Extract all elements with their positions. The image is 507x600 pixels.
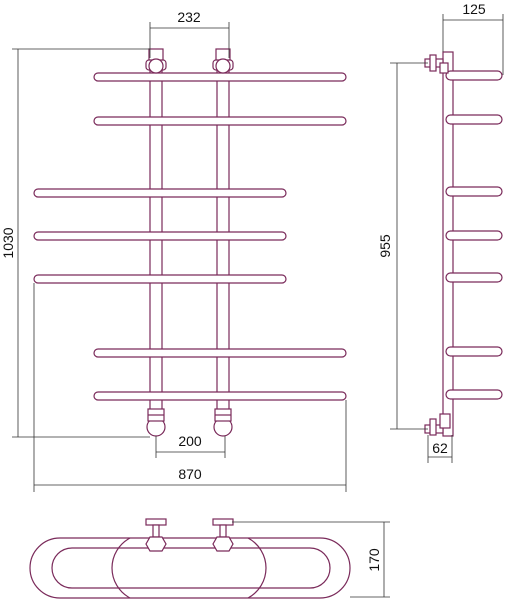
dimension-top-view-depth: 170	[232, 521, 390, 598]
dimension-wall-offset: 62	[427, 435, 453, 463]
top-left-fitting	[145, 48, 167, 74]
dimension-connection-height: 955	[377, 62, 428, 430]
top-right-fitting	[212, 48, 234, 74]
dimension-side-depth: 125	[442, 1, 504, 75]
top-outer-loop	[29, 537, 351, 599]
riser-spacing-label: 232	[177, 9, 201, 25]
dimension-total-width: 870	[33, 283, 347, 492]
top-view-right-fitting	[212, 518, 234, 552]
bar-6	[93, 348, 347, 358]
top-loop-link-right	[247, 537, 267, 599]
top-view: 170	[29, 518, 390, 599]
bottom-left-fitting	[146, 408, 166, 437]
front-view: 232 1030 200 870	[0, 9, 347, 492]
bottom-spacing-label: 200	[178, 433, 202, 449]
connection-height-label: 955	[377, 234, 393, 258]
side-bars	[445, 70, 503, 400]
dimension-bottom-spacing: 200	[155, 433, 226, 458]
bar-1	[93, 72, 347, 82]
side-riser	[442, 51, 454, 437]
bar-5	[33, 274, 287, 284]
top-inner-loop	[51, 547, 331, 589]
top-view-depth-label: 170	[366, 548, 382, 572]
total-width-label: 870	[178, 466, 202, 482]
side-view: 125 955 62	[377, 1, 504, 463]
side-top-connection	[424, 54, 449, 74]
side-depth-label: 125	[462, 1, 486, 17]
bar-4	[33, 231, 287, 241]
side-bottom-connection	[424, 413, 451, 436]
total-height-label: 1030	[0, 227, 16, 258]
bottom-right-fitting	[213, 408, 233, 437]
bar-3	[33, 188, 287, 198]
dimension-riser-spacing: 232	[149, 9, 230, 58]
wall-offset-label: 62	[432, 440, 448, 456]
horizontal-bars	[33, 72, 347, 401]
bar-2	[93, 116, 347, 126]
bar-7	[93, 391, 347, 401]
top-loop-link-left	[111, 537, 131, 599]
top-view-left-fitting	[145, 518, 167, 552]
dimension-total-height: 1030	[0, 48, 150, 438]
